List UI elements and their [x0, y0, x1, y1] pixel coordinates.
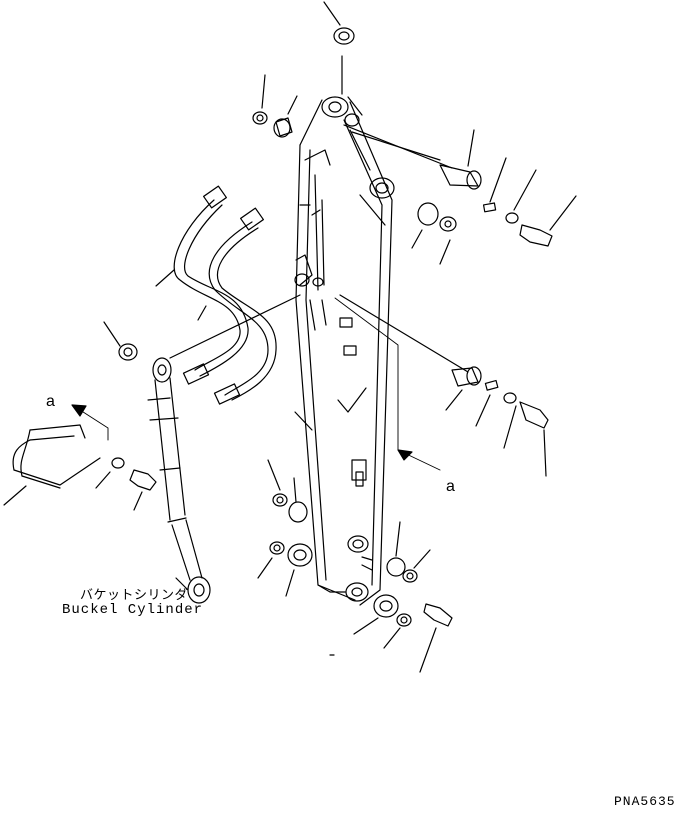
reference-arrows [71, 297, 441, 471]
bucket-cylinder [147, 357, 211, 604]
top-parts [252, 27, 355, 138]
reference-label-a-right: a [446, 478, 455, 495]
hydraulic-hoses [173, 185, 277, 405]
leader-lines [3, 1, 577, 673]
part-name-english: Buckel Cylinder [62, 602, 204, 618]
upper-pin-set [417, 164, 553, 247]
cylinder-pin-parts [12, 343, 157, 491]
drawing-code: PNA5635 [614, 794, 676, 809]
bottom-pin-set [269, 493, 453, 627]
part-name-japanese: バケットシリンダ [80, 588, 189, 603]
reference-label-a-left: a [46, 393, 55, 410]
middle-pin-set [451, 366, 549, 429]
arm-body [294, 96, 395, 606]
